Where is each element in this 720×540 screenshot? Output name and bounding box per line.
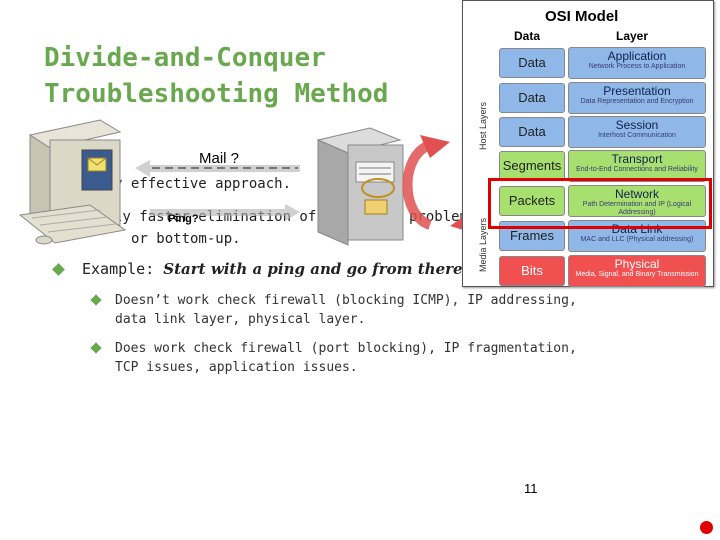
osi-data-unit: Data [499,83,565,113]
bullet-1-text: y effective approach. [114,176,292,192]
slide-title-line2: Troubleshooting Method [44,79,389,109]
slide-title-line1: Divide-and-Conquer [44,43,326,73]
ping-label: Ping? [168,213,199,225]
osi-data-unit: Data [499,48,565,78]
layer-desc: MAC and LLC (Physical addressing) [580,236,694,243]
osi-layer-presentation: Presentation Data Representation and Enc… [568,82,706,114]
osi-layer-physical: Physical Media, Signal, and Binary Trans… [568,255,706,287]
mail-server-icon [316,127,404,246]
sub-bullet-2: Does work check firewall (port blocking)… [115,339,577,377]
sub-bullet-1-line2: data link layer, physical layer. [115,312,366,327]
example-emphasis: Start with a ping and go from there [163,260,463,278]
computer-icon [18,119,127,245]
osi-layer-header: Layer [616,29,649,43]
sub-bullet-2-line1: Does work check firewall (port blocking)… [115,341,577,356]
layer-desc: Media, Signal, and Binary Transmission [575,271,699,278]
request-arrow [135,160,300,177]
reply-arrow [150,204,300,221]
sub-bullet-1: Doesn’t work check firewall (blocking IC… [115,291,577,329]
osi-data-unit: Segments [499,151,565,181]
layer-name: Physical [614,257,660,271]
sub-bullet-2-line2: TCP issues, application issues. [115,360,358,375]
layer-desc: Data Representation and Encryption [580,98,694,105]
layer-name: Presentation [603,84,671,98]
layer-name: Transport [611,152,663,166]
sub-bullet-1-line1: Doesn’t work check firewall (blocking IC… [115,293,577,308]
osi-data-unit: Bits [499,256,565,286]
osi-layer-application: Application Network Process to Applicati… [568,47,706,79]
layer-desc: End-to-End Connections and Reliability [576,166,698,173]
layer-desc: Interhost Communication [598,132,676,139]
layer-name: Network [614,187,659,201]
layer-name: Application [607,49,667,63]
record-dot-icon [700,521,713,534]
osi-layer-transport: Transport End-to-End Connections and Rel… [568,150,706,182]
osi-layer-data-link: Data Link MAC and LLC (Physical addressi… [568,220,706,252]
osi-layer-session: Session Interhost Communication [568,116,706,148]
osi-title: OSI Model [545,8,619,25]
osi-layer-network: Network Path Determination and IP (Logic… [568,185,706,217]
slide-title: Divide-and-Conquer Troubleshooting Metho… [44,40,464,112]
osi-data-unit: Data [499,117,565,147]
page-number: 11 [524,481,538,496]
layer-name: Session [615,118,659,132]
example-label: Example: [82,260,164,278]
host-layers-label: Host Layers [478,101,488,150]
layer-desc: Network Process to Application [588,63,686,70]
osi-data-unit: Packets [499,186,565,216]
network-layer-highlight [488,178,712,229]
layer-desc: Path Determination and IP (Logical Addre… [582,201,692,216]
media-layers-label: Media Layers [478,217,488,272]
example-bullet: Example: Start with a ping and go from t… [82,260,463,278]
bullet-2-continuation: or bottom-up. [131,231,241,247]
mail-label: Mail ? [199,150,240,167]
osi-data-header: Data [514,29,541,43]
layer-name: Data Link [611,222,663,236]
